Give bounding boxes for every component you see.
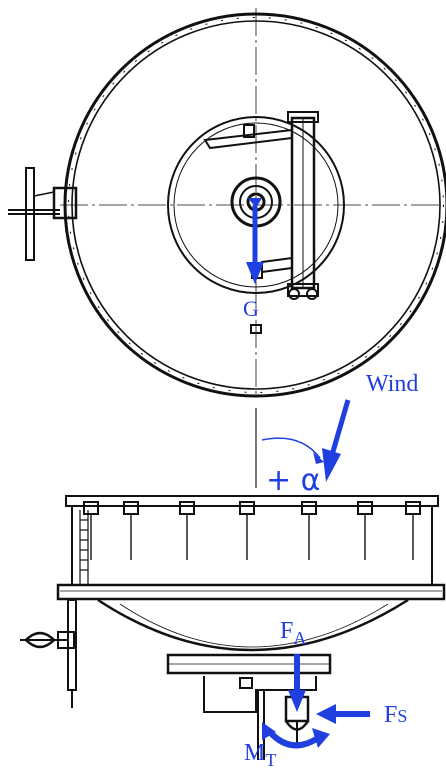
- angle-arc: [261, 437, 321, 459]
- side-view: [20, 495, 446, 760]
- gravity-arrow-head: [246, 262, 264, 284]
- gravity-force: [246, 198, 264, 284]
- wind-label: Wind: [366, 371, 418, 397]
- ladder: [79, 510, 89, 585]
- torque-arc-tail: [262, 722, 276, 740]
- support-posts: [71, 501, 433, 585]
- torque: [262, 722, 330, 749]
- hatch-arm-lower: [261, 256, 293, 274]
- torque-arc-head: [312, 728, 330, 748]
- gravity-label: G: [243, 296, 259, 321]
- side-arrow-head: [316, 704, 336, 724]
- top-view: [8, 8, 446, 398]
- hinge-cap-bottom: [287, 283, 319, 297]
- top-rail: [65, 495, 439, 507]
- inner-hatch-ring: [167, 116, 345, 294]
- wind-arrow-head: [322, 448, 341, 482]
- bowl: [97, 598, 409, 652]
- axial-force: [288, 654, 306, 712]
- torque-label: MT: [244, 740, 276, 770]
- axial-force-label: FA: [280, 618, 306, 648]
- angle-label: + α: [266, 463, 320, 498]
- left-latch-body: [52, 186, 78, 220]
- wind-arrow: [322, 399, 351, 482]
- axial-arrow-head: [288, 690, 306, 712]
- side-force-label: FS: [384, 702, 407, 728]
- mounting-bracket: [203, 676, 317, 713]
- inner-hatch-ring-2: [173, 122, 339, 288]
- hinge-cap-top: [287, 111, 319, 123]
- angle-arc-head: [313, 452, 324, 464]
- side-force: [316, 704, 370, 724]
- torque-arc: [265, 727, 320, 749]
- wind-arrow-shaft: [329, 399, 351, 456]
- base-plate: [56, 583, 446, 601]
